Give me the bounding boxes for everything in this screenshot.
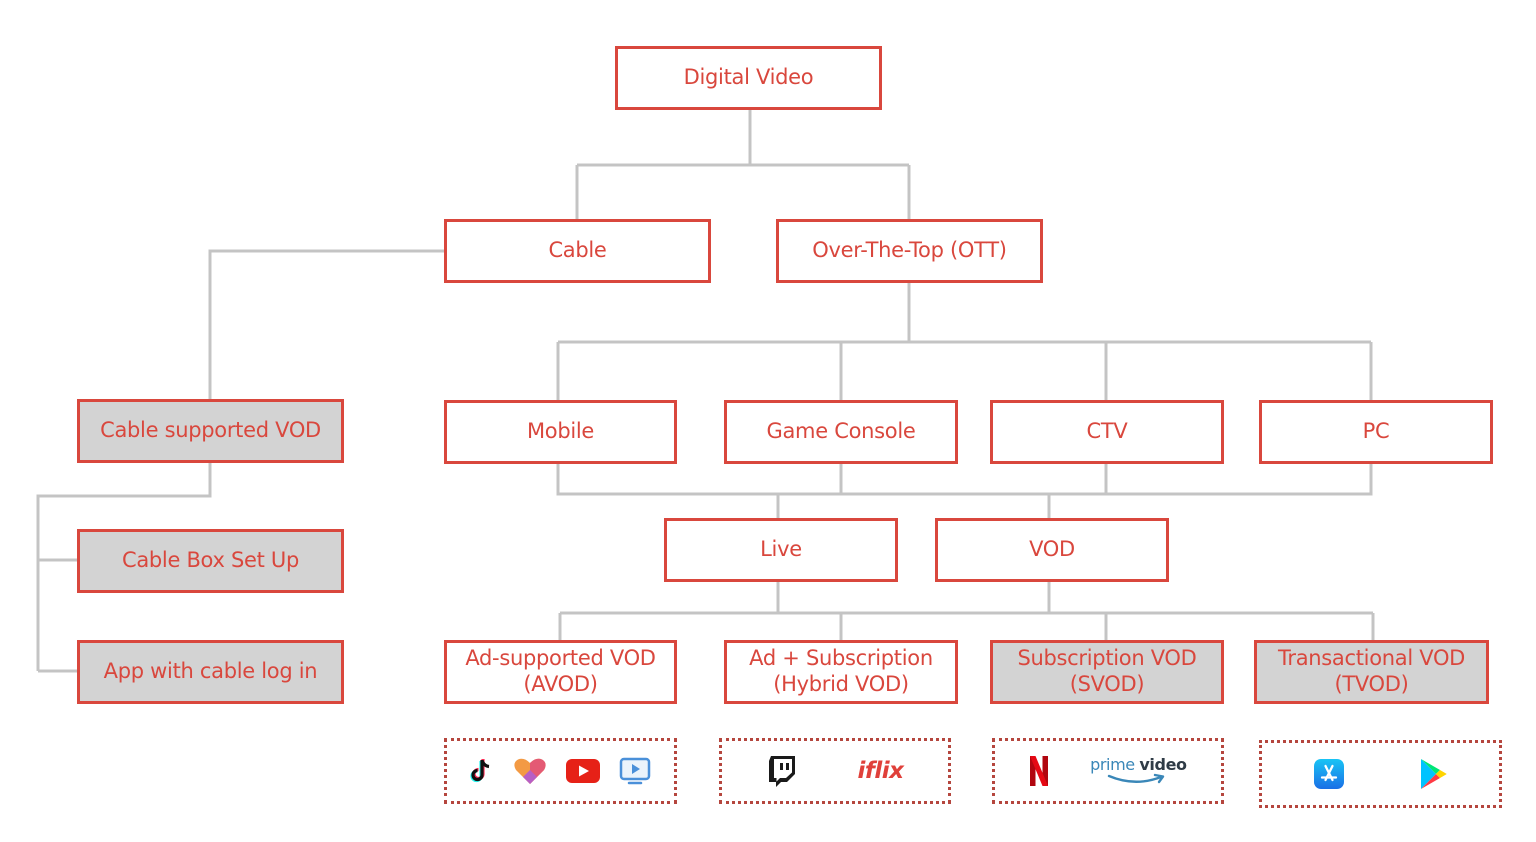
iflix-logo: iflix bbox=[857, 758, 905, 784]
node-game-console: Game Console bbox=[724, 400, 958, 464]
tv-app-icon bbox=[619, 757, 651, 785]
prime-smile-icon bbox=[1108, 773, 1165, 784]
logo-group-tvod bbox=[1259, 740, 1502, 808]
node-ctv: CTV bbox=[990, 400, 1224, 464]
logo-group-avod bbox=[444, 738, 677, 804]
app-store-icon bbox=[1313, 759, 1344, 789]
logo-group-svod: prime video bbox=[992, 738, 1224, 804]
node-vod: VOD bbox=[935, 518, 1169, 582]
node-cable: Cable bbox=[444, 219, 711, 283]
connector-ott-to-devices bbox=[556, 283, 1373, 401]
twitch-icon bbox=[767, 755, 797, 787]
logo-group-hybrid-vod: iflix bbox=[719, 738, 951, 804]
node-hybrid-vod: Ad + Subscription (Hybrid VOD) bbox=[724, 640, 958, 704]
node-mobile: Mobile bbox=[444, 400, 677, 464]
youtube-icon bbox=[565, 759, 600, 783]
node-app-with-cable-log-in: App with cable log in bbox=[77, 640, 344, 704]
video-word: video bbox=[1139, 755, 1187, 774]
netflix-icon bbox=[1029, 755, 1049, 787]
node-avod: Ad-supported VOD (AVOD) bbox=[444, 640, 677, 704]
node-digital-video: Digital Video bbox=[615, 46, 882, 110]
likee-icon bbox=[513, 757, 547, 785]
node-svod: Subscription VOD (SVOD) bbox=[990, 640, 1224, 704]
prime-word: prime bbox=[1090, 755, 1135, 774]
connector-devices-to-live-vod bbox=[556, 463, 1373, 519]
node-ott: Over-The-Top (OTT) bbox=[776, 219, 1043, 283]
connector-root-to-cable-ott bbox=[575, 109, 911, 221]
connector-cable-to-cable-vod bbox=[208, 249, 444, 400]
prime-video-logo: prime video bbox=[1090, 757, 1187, 785]
node-cable-supported-vod: Cable supported VOD bbox=[77, 399, 344, 463]
connector-live-vod-to-models bbox=[558, 581, 1375, 641]
node-tvod: Transactional VOD (TVOD) bbox=[1254, 640, 1489, 704]
google-play-icon bbox=[1419, 758, 1447, 790]
connector-cable-vod-to-options bbox=[36, 463, 212, 673]
tiktok-icon bbox=[470, 758, 494, 784]
node-pc: PC bbox=[1259, 400, 1493, 464]
node-live: Live bbox=[664, 518, 898, 582]
node-cable-box-set-up: Cable Box Set Up bbox=[77, 529, 344, 593]
